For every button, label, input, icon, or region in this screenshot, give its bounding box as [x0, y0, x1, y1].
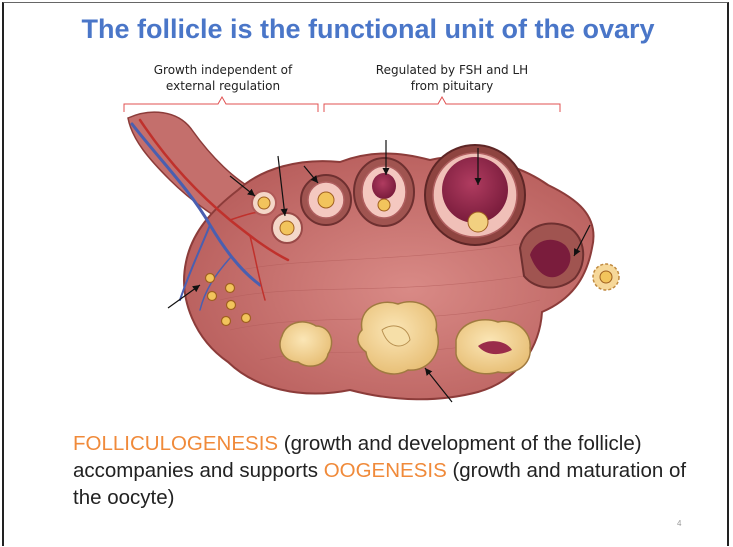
- page-number: 4: [677, 519, 681, 528]
- bracket-independent: [124, 97, 318, 112]
- antral-follicle: [425, 145, 525, 245]
- regressing-corpus-luteum: [456, 320, 530, 374]
- early-antral-follicle: [354, 158, 414, 226]
- keyword-folliculogenesis: FOLLICULOGENESIS: [73, 432, 278, 455]
- caption-text: FOLLICULOGENESIS (growth and development…: [73, 430, 713, 511]
- corpus-luteum: [358, 302, 438, 374]
- primary-follicle: [252, 191, 276, 215]
- bracket-regulated: [324, 97, 560, 112]
- secondary-follicle: [272, 213, 302, 243]
- released-oocyte: [593, 264, 619, 290]
- corpus-albicans: [280, 322, 332, 366]
- preantral-follicle: [301, 175, 351, 225]
- keyword-oogenesis: OOGENESIS: [324, 459, 447, 482]
